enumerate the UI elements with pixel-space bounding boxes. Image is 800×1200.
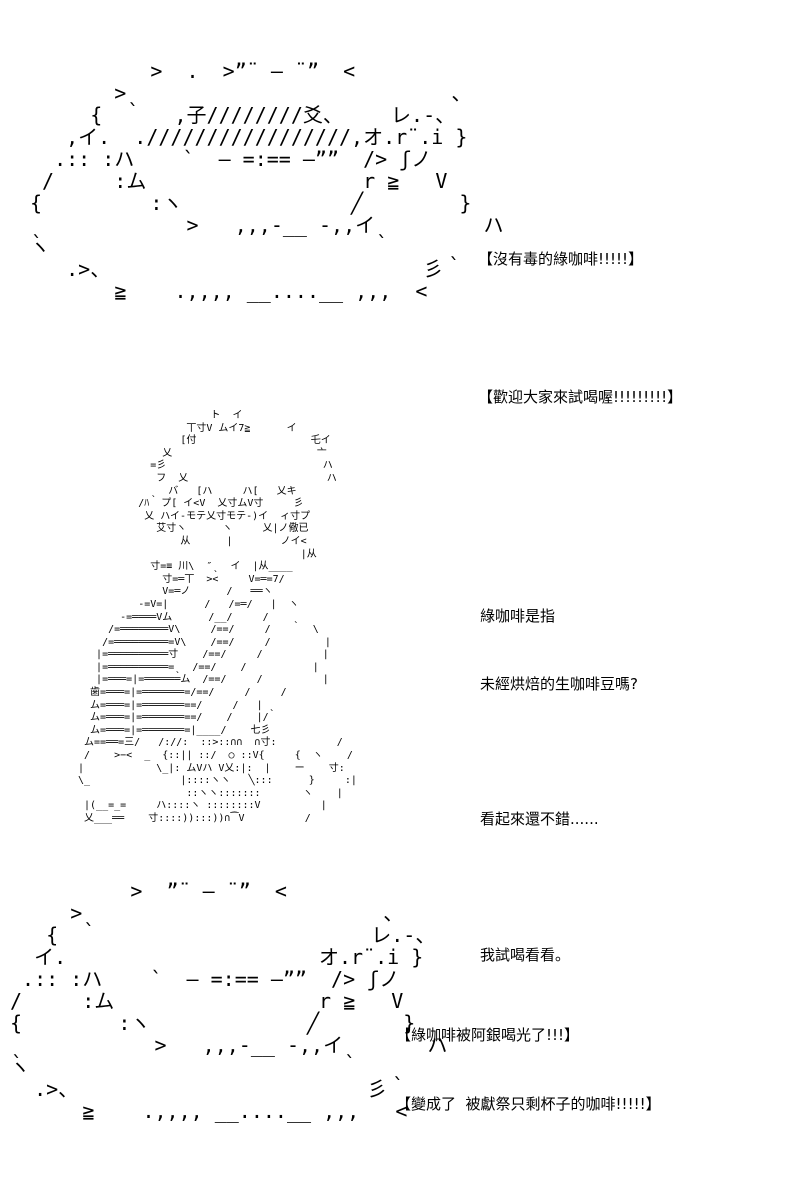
dialogue-line: 看起來還不錯...... bbox=[480, 810, 599, 828]
dialogue-top: 【沒有毒的綠咖啡!!!!!】 【歡迎大家來試喝喔!!!!!!!!!】 bbox=[478, 202, 682, 432]
coffee-cup-ascii-art-bottom: > ”¨ — ¨” < >ˎ 、 { レ.-、 イ. オ.r¨.i } .:: … bbox=[10, 879, 448, 1123]
dialogue-line: 【歡迎大家來試喝喔!!!!!!!!!】 bbox=[478, 388, 683, 406]
dialogue-line: 【沒有毒的綠咖啡!!!!!】 bbox=[478, 250, 644, 268]
dialogue-bottom: 【綠咖啡被阿銀喝光了!!!】 【變成了 被獻祭只剩杯子的咖啡!!!!!】 bbox=[396, 978, 661, 1139]
dialogue-line: 未經烘焙的生咖啡豆嗎? bbox=[480, 674, 638, 693]
dialogue-line: 【綠咖啡被阿銀喝光了!!!】 bbox=[396, 1026, 580, 1044]
dialogue-line: 我試喝看看。 bbox=[480, 945, 571, 964]
coffee-cup-ascii-art-top: > . >”¨ — ¨” < >ˎ 、 { ,子////////爻、 レ.-、 … bbox=[30, 59, 504, 303]
dialogue-line: 【變成了 被獻祭只剩杯子的咖啡!!!!!】 bbox=[396, 1095, 661, 1113]
dialogue-line: 綠咖啡是指 bbox=[480, 607, 556, 625]
man-holding-cup-ascii-art: ト イ 丅寸V ムイ7≧ イ [付 乇イ 乂 亠 =彡 ハ フ 乂 bbox=[78, 410, 357, 824]
dialogue-middle: 綠咖啡是指 未經烘焙的生咖啡豆嗎? 看起來還不錯...... 我試喝看看。 bbox=[480, 560, 638, 989]
